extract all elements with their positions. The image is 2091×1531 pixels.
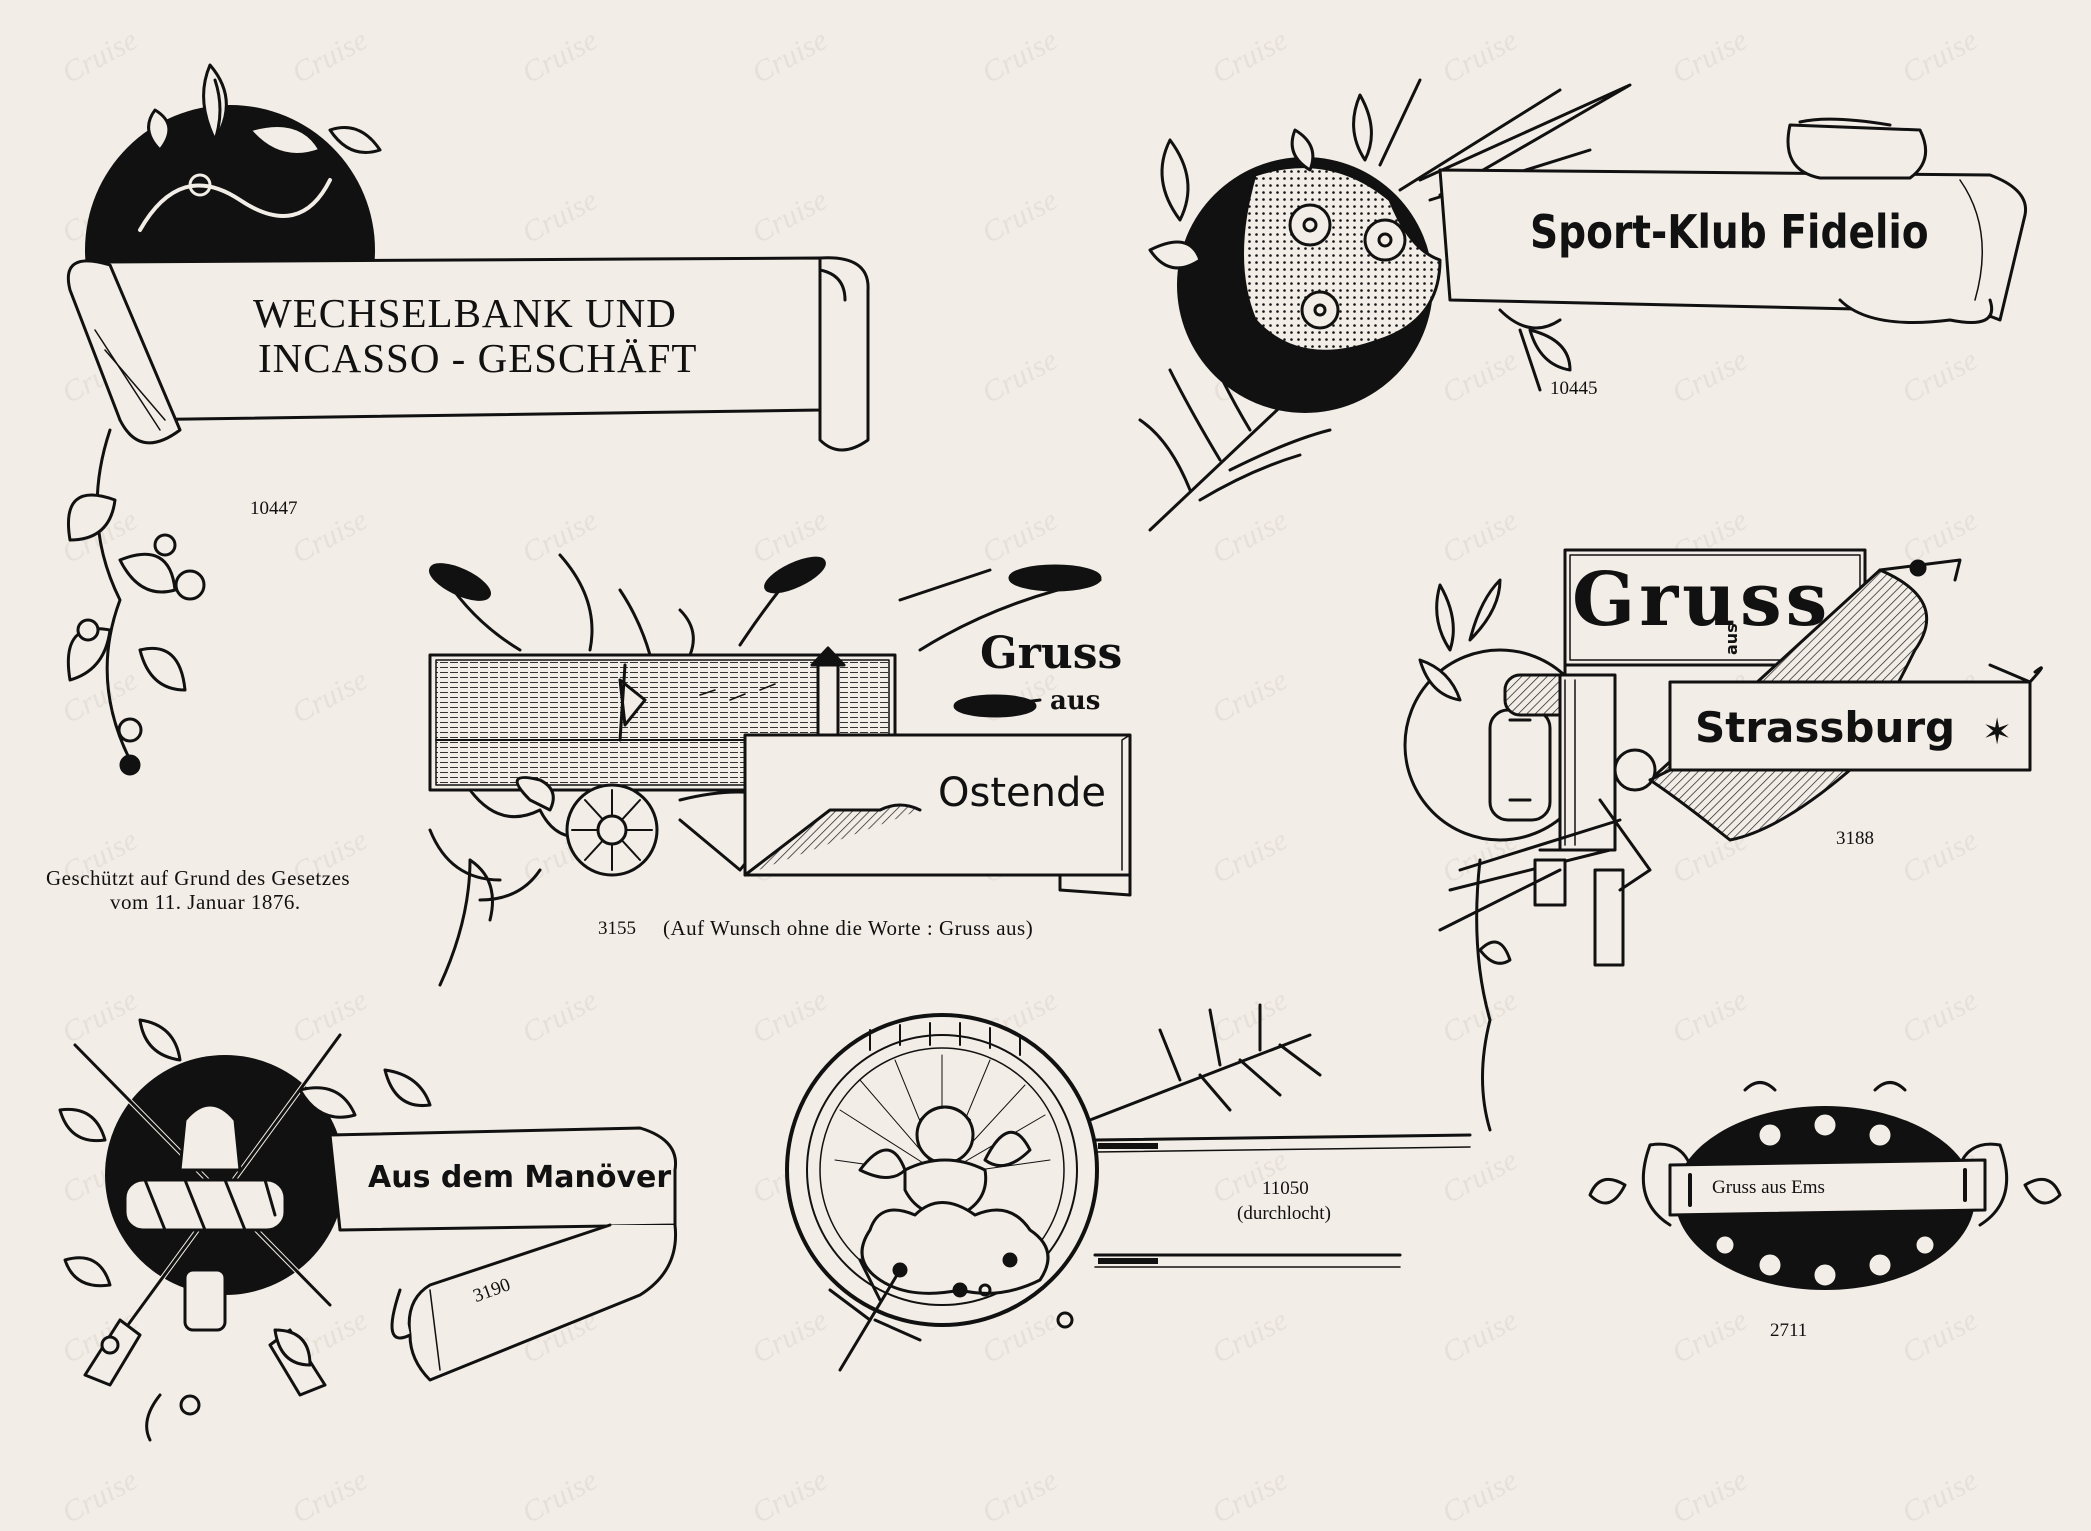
manover-number: 3190 [470,1274,514,1307]
ems-number: 2711 [1770,1320,1808,1341]
legal-notice-line-1: Geschützt auf Grund des Gesetzes [46,866,351,890]
cherub-note: (durchlocht) [1237,1203,1331,1224]
wechselbank-title-line-2: INCASSO - GESCHÄFT [258,335,698,381]
ems-title: Gruss aus Ems [1712,1177,1825,1198]
manover-emblem [58,1018,678,1442]
strassburg-gruss: Gruss [1572,557,1832,643]
strassburg-emblem [1403,548,2043,1132]
star-icon: ✶ [1982,712,2013,753]
strassburg-aus: aus [1722,623,1741,655]
text-layer: WECHSELBANK UND INCASSO - GESCHÄFT 10447… [46,205,2013,1341]
wechselbank-title-line-1: WECHSELBANK UND [253,290,677,336]
sport-title: Sport-Klub Fidelio [1530,205,1929,259]
manover-title: Aus dem Manöver [368,1160,672,1195]
ems-emblem [1588,1081,2062,1290]
strassburg-place: Strassburg [1695,703,1956,752]
sport-number: 10445 [1550,378,1598,399]
legal-notice-line-2: vom 11. Januar 1876. [110,890,301,914]
ostende-emblem [428,553,1132,987]
wechselbank-number: 10447 [250,498,298,519]
engraving-artwork [58,63,2062,1442]
ostende-note: (Auf Wunsch ohne die Worte : Gruss aus) [663,916,1034,940]
sport-emblem [1138,78,2028,532]
ostende-number: 3155 [598,918,636,939]
cherub-number: 11050 [1262,1178,1309,1199]
strassburg-number: 3188 [1836,828,1874,849]
cherub-emblem [785,1003,1472,1372]
ostende-gruss: Gruss [980,628,1123,679]
ostende-place: Ostende [938,770,1106,816]
wechselbank-emblem [66,63,870,776]
ostende-aus: aus [1050,686,1101,716]
